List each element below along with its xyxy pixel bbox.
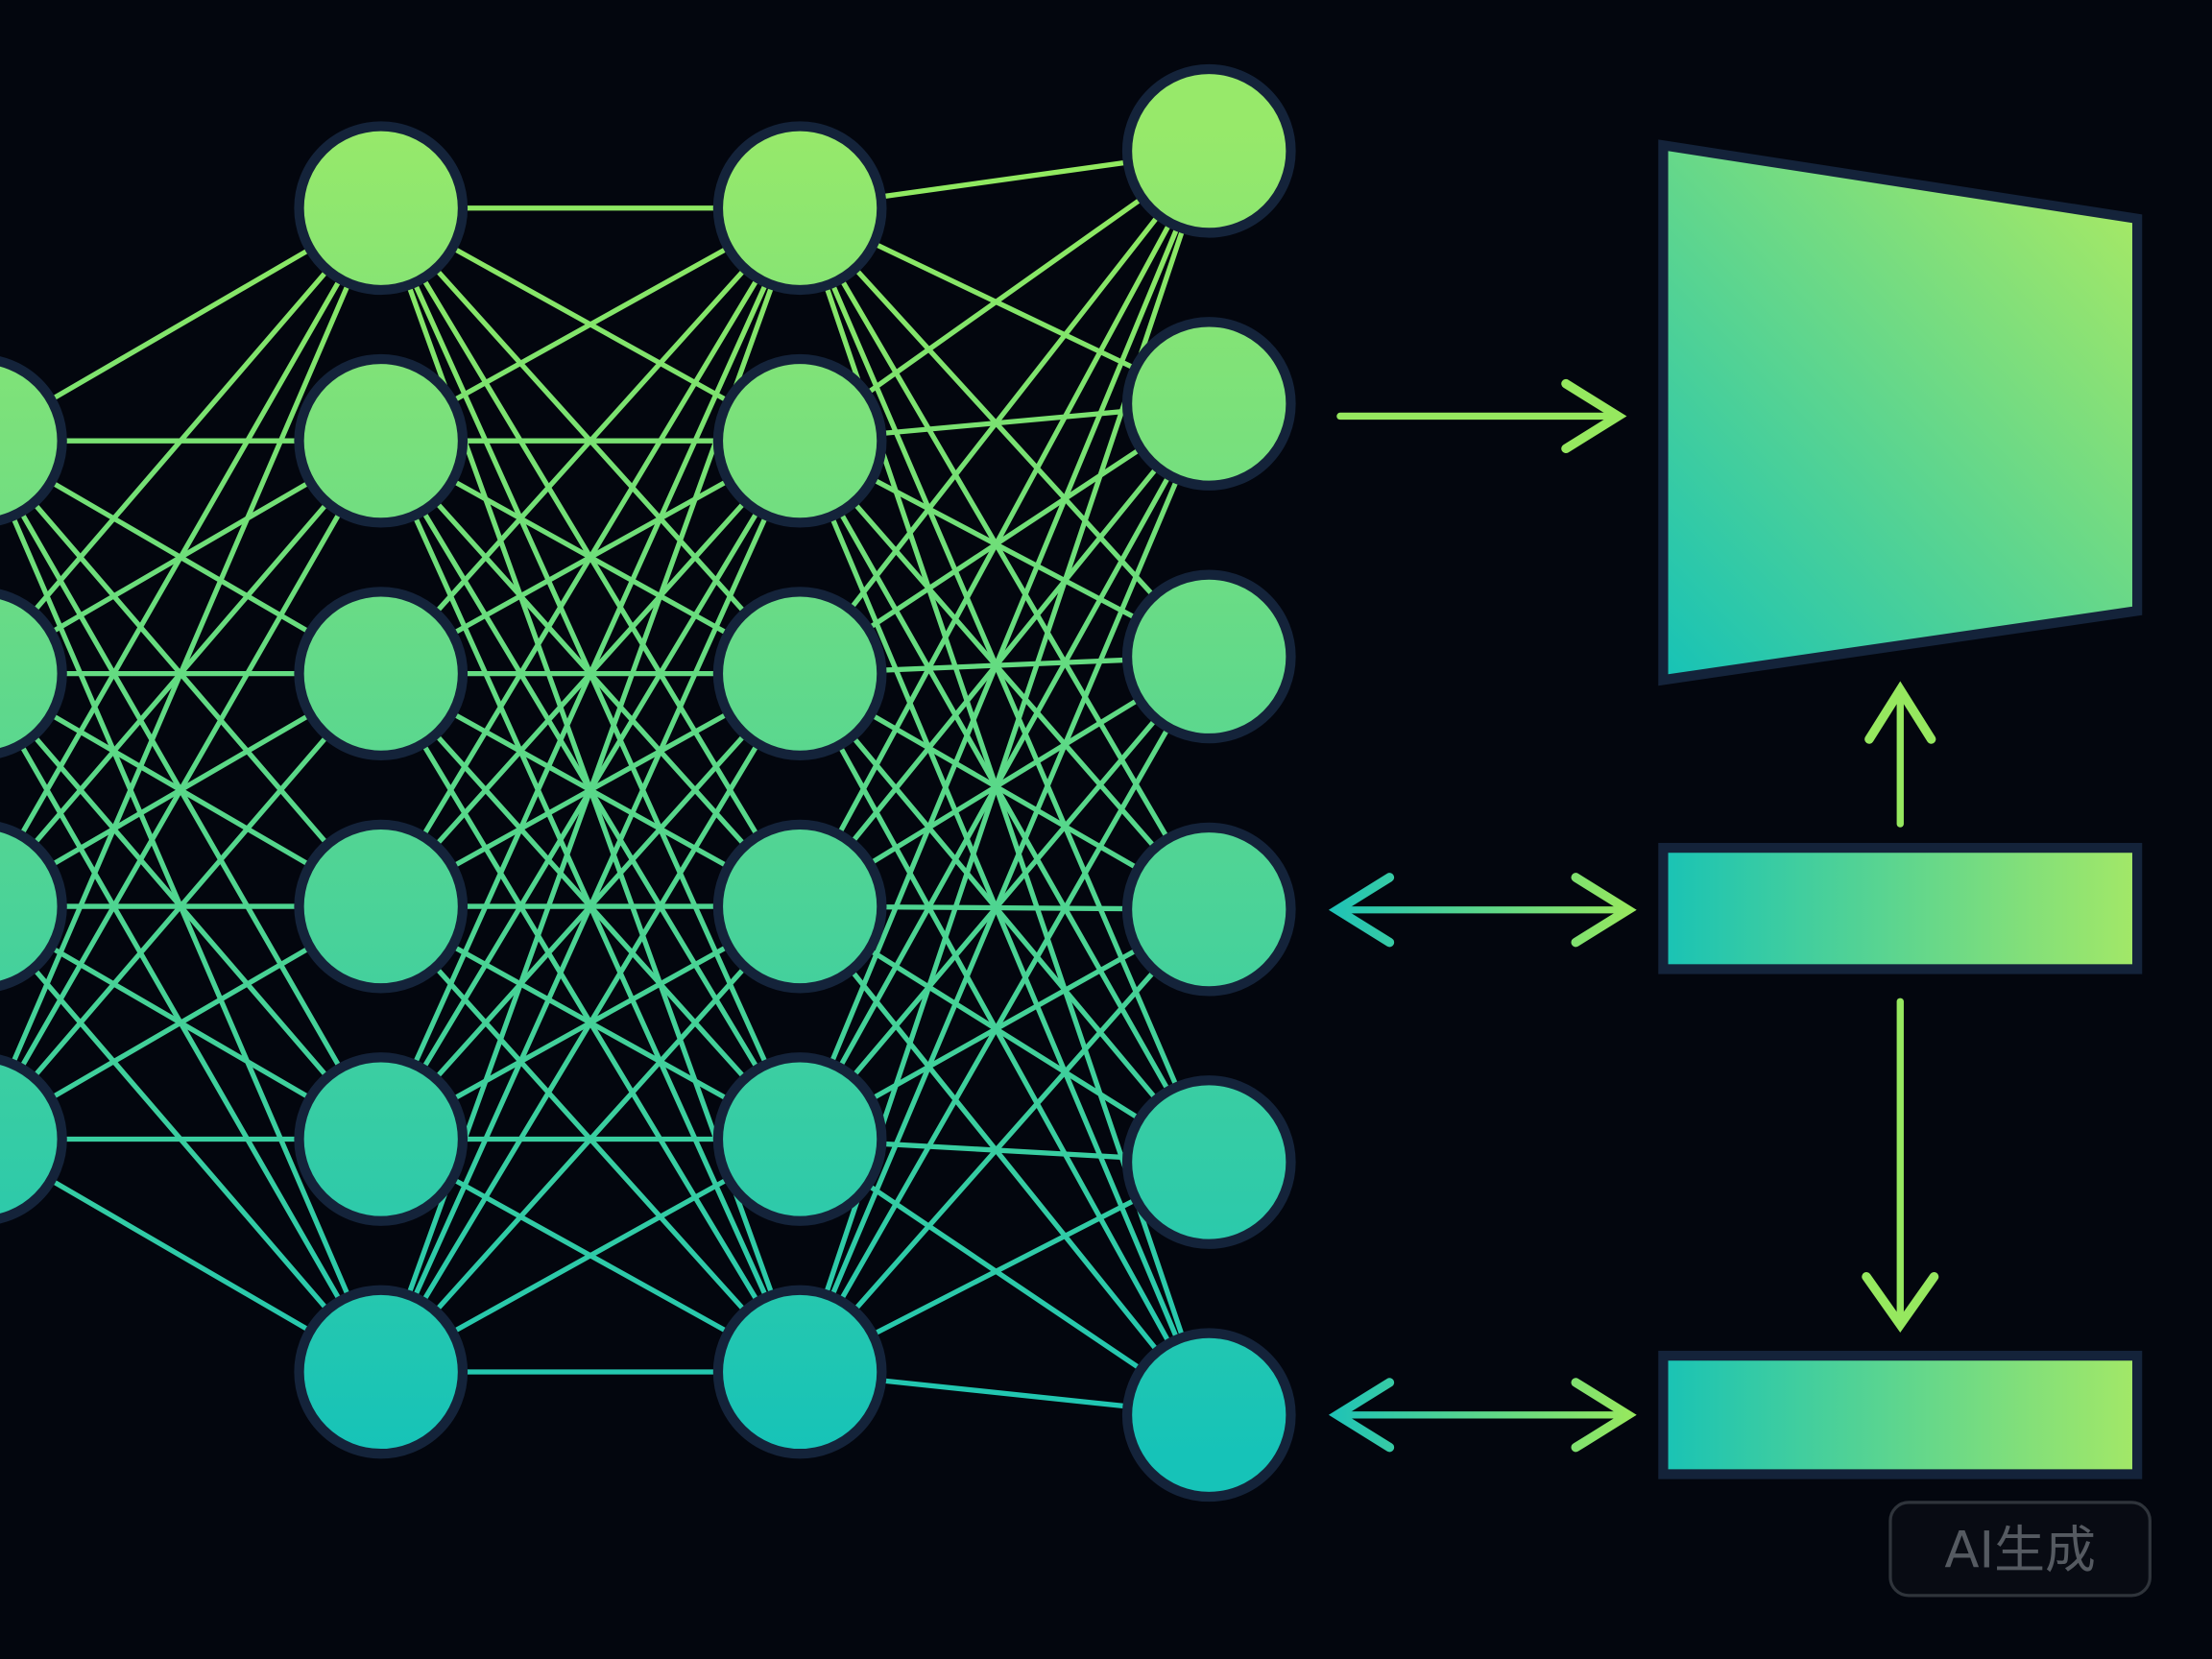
node-layer1-2 [0,589,67,758]
edge-layer3-node6-to-layer4-node4 [797,906,1212,1375]
edge-layer3-node1-to-layer4-node3 [797,205,1212,660]
edge-layer1-node3-to-layer2-node1 [0,205,384,878]
arrow-up-icon [1864,681,1936,744]
connections-layer [0,148,1212,1418]
node-layer4-1 [1121,63,1296,238]
edge-layer3-node2-to-layer4-node5 [797,438,1212,1166]
edge-layer1-node4-to-layer2-node1 [0,205,384,1100]
node-layer1-4 [0,1054,67,1224]
node-layer1-1 [0,356,67,526]
edge-layer3-node4-to-layer4-node6 [797,903,1212,1418]
arrow-to-output-block [1336,378,1627,454]
node-layer2-2 [294,353,469,528]
node-layer3-1 [712,121,887,296]
arrow-left-icon [1328,1378,1395,1453]
edge-layer3-node1-to-layer4-node5 [797,205,1212,1166]
arrow-right-icon [1561,378,1627,454]
bidirectional-arrow-middle [1328,873,1637,948]
edge-layer3-node3-to-layer4-node6 [797,670,1212,1418]
node-layer3-4 [712,819,887,994]
node-layer1-3 [0,822,67,992]
edge-layer3-node1-to-layer4-node4 [797,205,1212,912]
arrow-left-icon [1328,873,1395,948]
badge-frame [1888,1501,2152,1598]
edge-layer2-node5-to-layer3-node1 [378,205,803,1142]
edge-layer2-node4-to-layer3-node1 [378,205,803,909]
edge-layer2-node6-to-layer3-node3 [378,670,803,1375]
node-layer3-3 [712,587,887,761]
edge-layer1-node4-to-layer2-node3 [0,670,384,1120]
edge-layer2-node3-to-layer3-node1 [378,205,803,677]
ai-generated-badge: AI生成 [1888,1501,2152,1598]
node-layer3-2 [712,353,887,528]
nodes-layer [0,63,1296,1503]
edge-layer3-node2-to-layer4-node6 [797,438,1212,1418]
node-layer2-4 [294,819,469,994]
edge-layer3-node5-to-layer4-node1 [797,148,1212,1142]
node-layer2-3 [294,587,469,761]
node-layer2-5 [294,1052,469,1226]
node-layer3-6 [712,1285,887,1459]
edge-layer1-node4-to-layer2-node2 [0,438,384,1110]
arrow-right-icon [1571,873,1637,948]
bottom-bar-block [1658,1350,2143,1479]
node-layer4-4 [1121,822,1296,997]
node-layer3-5 [712,1052,887,1226]
node-layer4-5 [1121,1075,1296,1249]
arrow-down-icon [1862,1272,1939,1334]
edge-layer2-node6-to-layer3-node2 [378,438,803,1375]
node-layer2-1 [294,121,469,296]
edge-layer3-node6-to-layer4-node3 [797,654,1212,1375]
middle-bar-block [1658,842,2143,974]
edge-layer3-node4-to-layer4-node1 [797,148,1212,909]
node-layer2-6 [294,1285,469,1459]
edge-layer3-node2-to-layer4-node4 [797,438,1212,912]
node-layer4-3 [1121,569,1296,744]
edge-layer1-node2-to-layer2-node1 [0,205,384,655]
arrow-up-to-output-block [1864,681,1936,828]
edge-layer3-node3-to-layer4-node5 [797,670,1212,1166]
badge-label: AI生成 [1944,1521,2096,1579]
edge-layer3-node6-to-layer4-node2 [797,400,1212,1375]
bidirectional-arrow-bottom [1328,1378,1637,1453]
edge-layer3-node4-to-layer4-node2 [797,400,1212,909]
edge-layer3-node5-to-layer4-node2 [797,400,1212,1142]
edge-layer3-node3-to-layer4-node1 [797,148,1212,677]
node-layer4-2 [1121,317,1296,491]
output-trapezoid-block [1658,139,2143,686]
arrow-right-icon [1571,1378,1637,1453]
node-layer4-6 [1121,1328,1296,1503]
edge-layer3-node5-to-layer4-node3 [797,654,1212,1142]
arrow-down-to-bottom-bar [1862,998,1939,1334]
edge-layer2-node6-to-layer3-node4 [378,903,803,1375]
